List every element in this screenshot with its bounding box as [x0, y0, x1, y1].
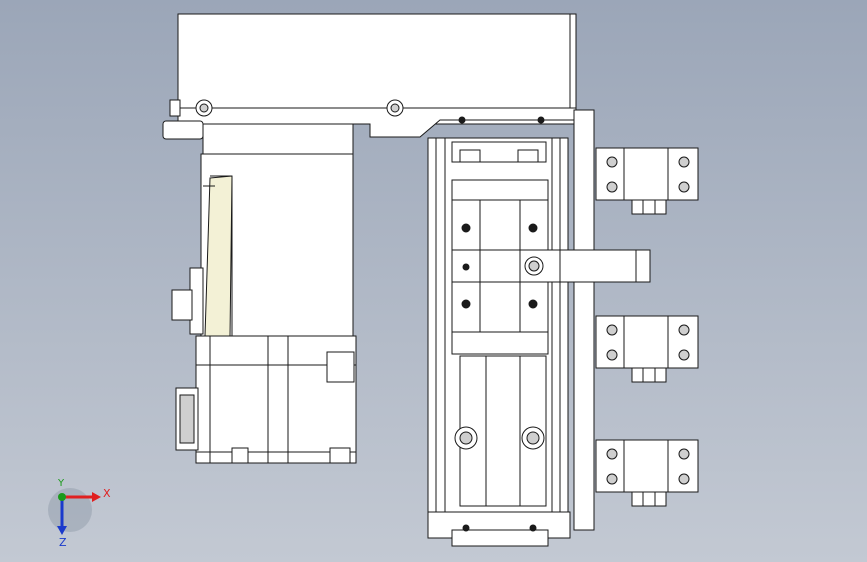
- sensor-block-top[interactable]: [595, 147, 699, 215]
- sensor-block-bottom[interactable]: [595, 439, 699, 507]
- y-axis-dot: [58, 493, 66, 501]
- x-axis-arrowhead: [92, 492, 101, 502]
- coordinate-triad[interactable]: [48, 488, 101, 535]
- y-axis-label: Y: [58, 478, 65, 489]
- carriage-bolts: [461, 223, 538, 309]
- sensor-block-middle[interactable]: [595, 315, 699, 383]
- motor-body[interactable]: [171, 123, 357, 464]
- top-housing[interactable]: [162, 13, 577, 140]
- mounting-screw-head: [162, 120, 204, 140]
- x-axis-label: X: [103, 487, 111, 500]
- z-axis-arrowhead: [57, 526, 67, 535]
- rail-mounting-holes: [454, 426, 545, 532]
- motor-connector: [171, 289, 193, 321]
- housing-screws: [195, 99, 545, 124]
- sensor-bracket-arm[interactable]: [519, 249, 651, 283]
- z-axis-label: Z: [59, 536, 67, 549]
